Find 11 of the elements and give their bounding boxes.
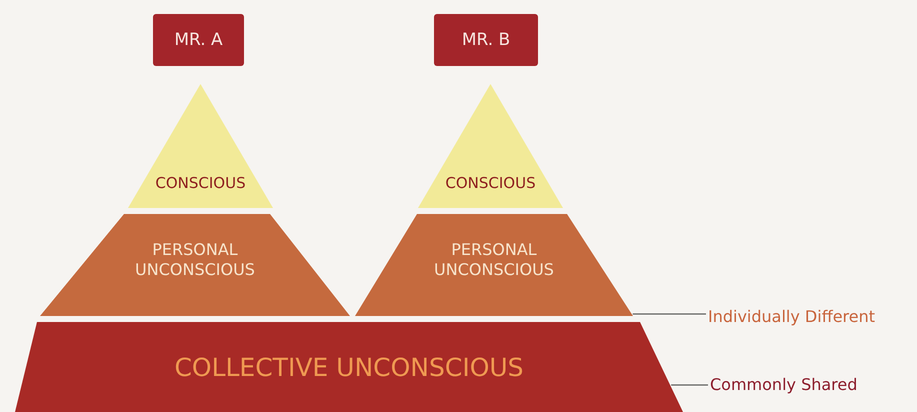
side-label: Commonly Shared [710,375,858,394]
layer-label: COLLECTIVE UNCONSCIOUS [173,352,525,384]
name-tag: MR. B [434,14,538,66]
layer-label: CONSCIOUS [154,174,247,193]
side-label: Individually Different [708,307,876,326]
layer-label: PERSONAL UNCONSCIOUS [134,240,256,280]
leader-line [632,313,706,315]
name-tag: MR. A [153,14,244,66]
layer-label: CONSCIOUS [444,174,537,193]
layer-label: PERSONAL UNCONSCIOUS [433,240,555,280]
leader-line [671,384,708,386]
